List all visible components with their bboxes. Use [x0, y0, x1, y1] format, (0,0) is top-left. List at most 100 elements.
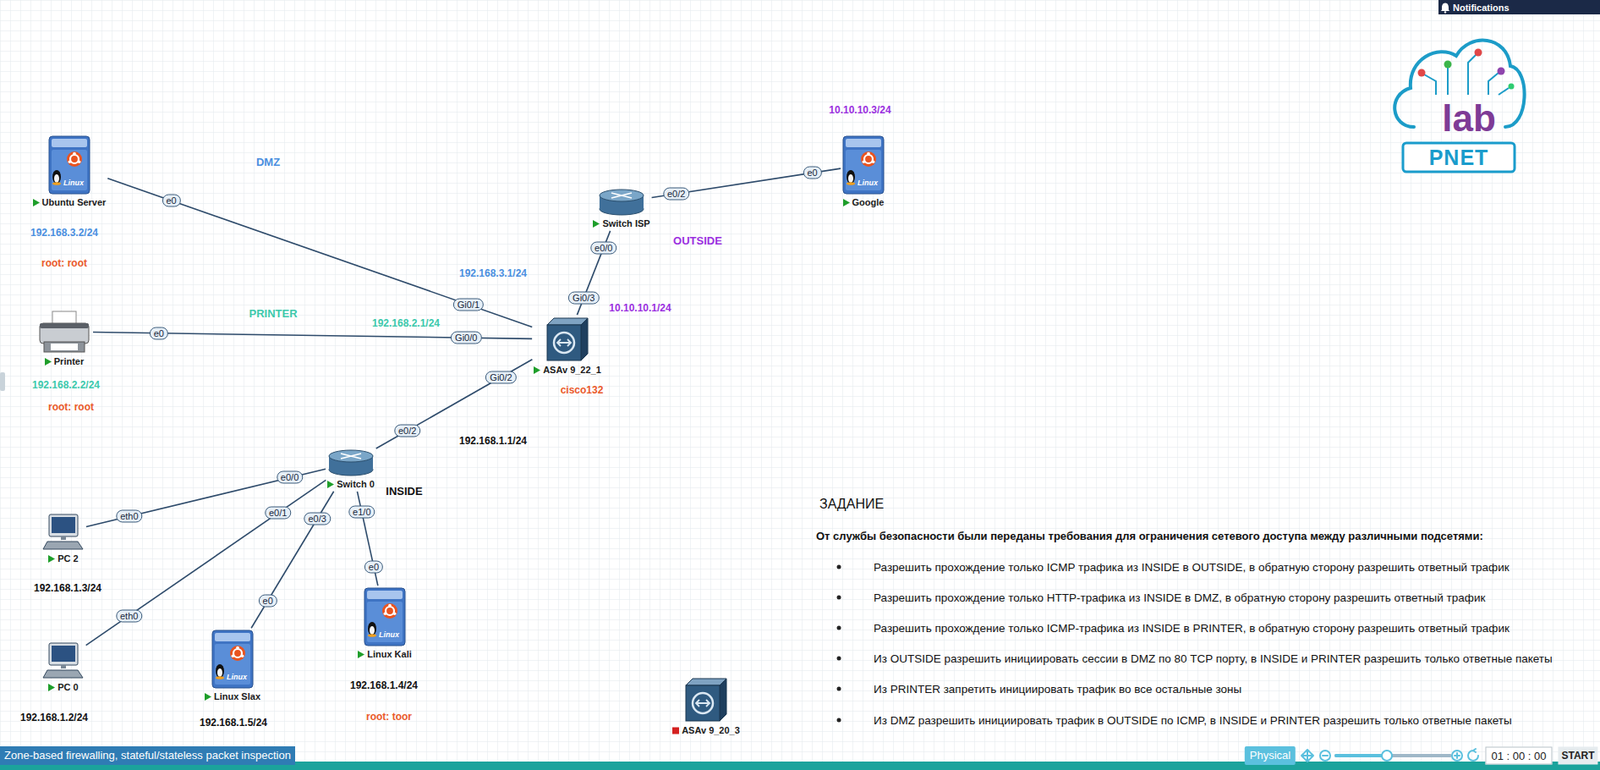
ubuntu-dot	[383, 611, 388, 615]
penguin-belly	[217, 668, 223, 677]
penguin	[367, 621, 377, 636]
name-row: Switch ISP	[592, 217, 650, 230]
name-row: ASAv 9_20_3	[672, 723, 740, 736]
interface-tag: Gi0/1	[453, 298, 484, 312]
state-indicator	[533, 366, 541, 374]
printer-output	[50, 343, 78, 351]
firewall-side	[580, 317, 588, 361]
stopped-square	[672, 726, 680, 734]
start-button: START	[1557, 746, 1598, 765]
interface-tag: e0/2	[663, 187, 690, 201]
device-name: Ubuntu Server	[42, 196, 107, 209]
icon-text: Linux	[63, 178, 84, 187]
state-indicator	[48, 683, 55, 691]
task-item: Разрешить прохождение только ICMP-трафик…	[873, 621, 1510, 635]
pc-icon	[42, 641, 85, 680]
server-node: Linux Kali	[357, 586, 412, 660]
name-row: PC 2	[48, 552, 78, 565]
ubuntu-dot	[241, 653, 245, 658]
server-top	[367, 590, 403, 599]
logo-dot	[1508, 83, 1515, 90]
task-bullets	[837, 564, 842, 723]
state-indicator	[357, 650, 365, 658]
state-indicator	[32, 198, 40, 207]
zoom-knob	[1381, 750, 1392, 761]
name-row: ASAv 9_22_1	[533, 363, 602, 376]
ip-address: 192.168.3.2/24	[30, 226, 99, 239]
running-triangle	[32, 198, 40, 207]
zoom-track-fill	[1336, 753, 1387, 757]
ubuntu-ring	[385, 606, 395, 615]
pc-screen	[51, 516, 76, 533]
ubuntu-dot	[68, 159, 72, 164]
zoom-controls	[1301, 748, 1479, 762]
router-node: Switch ISP	[592, 188, 650, 230]
ubuntu-dot	[866, 152, 871, 156]
server-case	[364, 587, 406, 646]
state-indicator	[48, 554, 55, 563]
state-indicator	[843, 198, 850, 207]
ubuntu-logo	[860, 151, 877, 167]
router-icon	[327, 449, 375, 477]
task-item: Разрешить прохождение только ICMP трафик…	[873, 560, 1510, 574]
logo-text: lab	[1441, 99, 1496, 137]
logo-circuit	[1468, 54, 1477, 95]
firewall-ring	[692, 692, 713, 713]
server-front	[845, 149, 882, 191]
firewall-node: ASAv 9_22_1	[533, 316, 602, 376]
interface-tag: Gi0/0	[450, 331, 482, 345]
notifications-title: Notifications	[1452, 2, 1510, 13]
logo-circuit	[1424, 74, 1436, 95]
network-link	[86, 479, 327, 645]
printer-band	[39, 323, 89, 329]
zone-label: PRINTER	[248, 306, 297, 320]
running-triangle	[592, 219, 600, 228]
state-indicator	[204, 692, 212, 701]
device-name: Switch ISP	[602, 217, 650, 230]
device-name: PC 2	[57, 552, 78, 565]
device-name: ASAv 9_22_1	[542, 363, 602, 376]
interface-tag: e0/0	[590, 241, 617, 254]
firewall-ring	[553, 332, 575, 353]
name-row: Printer	[44, 355, 84, 368]
bullet	[837, 717, 842, 723]
ip-address: 192.168.1.1/24	[459, 434, 527, 447]
interface-tag: eth0	[115, 509, 143, 523]
bar-ground	[1438, 0, 1600, 15]
task-intro: От службы безопасности были переданы тре…	[816, 529, 1484, 543]
printer-icon	[37, 309, 92, 354]
interface-tag: e0/2	[394, 423, 421, 437]
server-front	[367, 601, 403, 642]
bell-clapper	[1444, 10, 1447, 13]
reset-icon	[1468, 748, 1479, 761]
interface-tag: Gi0/3	[568, 291, 599, 305]
credentials: cisco132	[560, 383, 604, 396]
network-link	[86, 468, 326, 527]
icon-text: Linux	[378, 630, 400, 639]
ubuntu-dot	[72, 152, 77, 156]
pc-keyboard	[43, 541, 83, 549]
zone-label: DMZ	[256, 155, 280, 169]
name-row: PC 0	[48, 680, 78, 693]
ubuntu-dot	[388, 603, 392, 608]
server-node: Ubuntu Server	[32, 135, 107, 209]
interface-tag: e0	[802, 166, 822, 180]
ubuntu-dot	[871, 159, 876, 164]
icon-text: Linux	[857, 178, 878, 187]
ip-address: 192.168.3.1/24	[459, 267, 527, 280]
pc-keyboard	[43, 669, 83, 678]
ip-address: 192.168.2.2/24	[32, 378, 100, 391]
pan-icon	[1301, 749, 1314, 762]
device-name: Linux Kali	[367, 647, 412, 660]
router-icon	[597, 188, 646, 216]
task-item: Из DMZ разрешить инициировать трафик в O…	[873, 713, 1513, 727]
penguin	[52, 169, 61, 184]
printer-node: Printer	[37, 309, 92, 368]
zoom-in-sign	[1454, 752, 1460, 758]
router-top	[599, 189, 644, 202]
name-row: Linux Kali	[357, 647, 412, 660]
notifications-bar	[1438, 0, 1600, 15]
firewall-side	[719, 678, 727, 721]
penguin-feet	[52, 181, 61, 186]
